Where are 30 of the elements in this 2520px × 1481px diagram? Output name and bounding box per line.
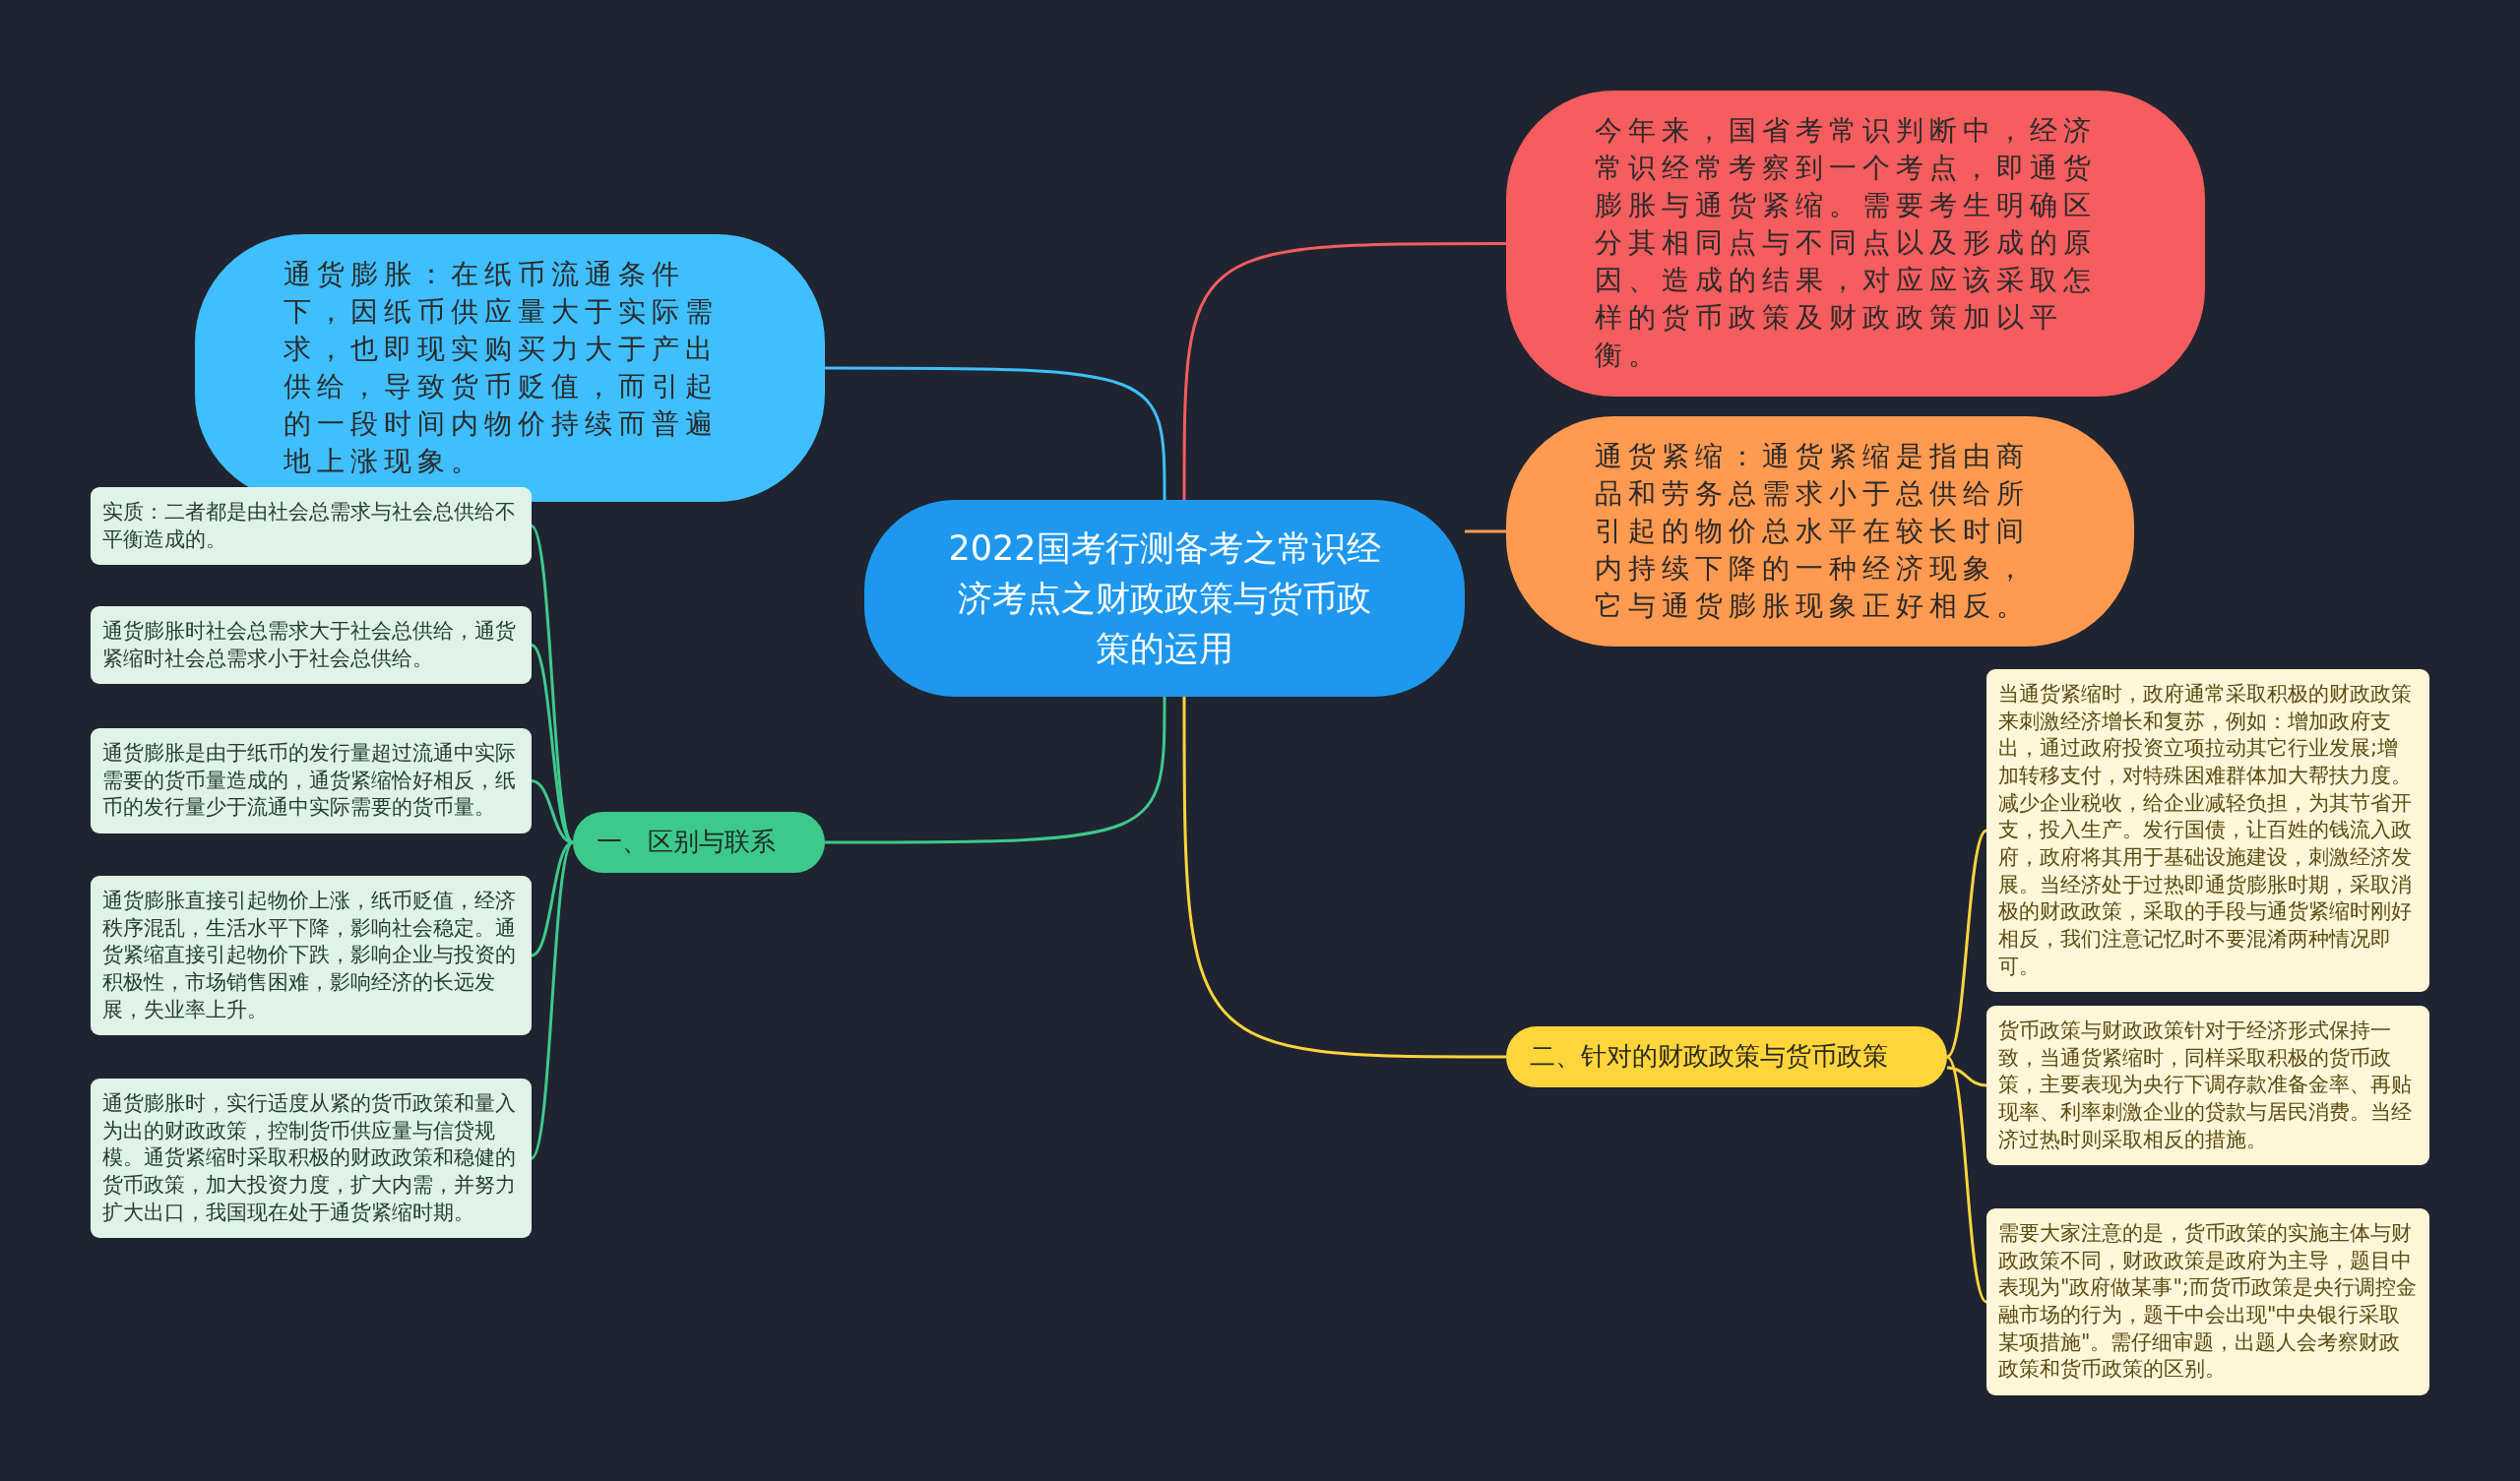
note-card xyxy=(91,1079,532,1239)
connector-line xyxy=(825,366,1166,500)
connector-line xyxy=(825,697,1166,844)
node-text: 2022国考行测备考之常识经济考点之财政政策与货币政策的运用 xyxy=(947,527,1382,670)
node-text: 实质：二者都是由社会总需求与社会总供给不平衡造成的。 xyxy=(102,499,517,553)
connector-line xyxy=(1465,529,1506,533)
note-card xyxy=(1986,1006,2429,1166)
note-card xyxy=(91,876,532,1036)
node-text: 通货膨胀时社会总需求大于社会总供给，通货紧缩时社会总需求小于社会总供给。 xyxy=(102,618,517,672)
node-text: 通货膨胀直接引起物价上涨，纸币贬值，经济秩序混乱，生活水平下降，影响社会稳定。通货紧缩直接引起物价下跌，影响企业与投资的积极性，市场销售困难，影响经济的长远发展，失业率上升。 xyxy=(102,888,517,1023)
connector-line xyxy=(1182,697,1506,1059)
node-text: 当通货紧缩时，政府通常采取积极的财政政策来刺激经济增长和复苏，例如：增加政府支出，通过政府投资立项拉动其它行业发展;增加转移支付，对特殊困难群体加大帮扶力度。减少企业税收，给企业减轻负担，为其节省开支，投入生产。发行国债，让百姓的钱流入政府，政府将其用于基础设施建设，刺激经济发展。当经济处于过热即通货膨胀时期，采取消极的财政政策，采取的手段与通货紧缩时刚好相反，我们注意记忆时不要混淆两种情况即可。 xyxy=(1998,681,2413,980)
note-card xyxy=(91,487,532,566)
node-text: 通货膨胀时，实行适度从紧的货币政策和量入为出的财政政策，控制货币供应量与信贷规模。通货紧缩时采取积极的财政政策和稳健的货币政策，加大投资力度，扩大内需，并努力扩大出口，我国现在处于通货紧缩时期。 xyxy=(102,1090,517,1226)
node-text: 二、针对的财政政策与货币政策 xyxy=(1530,1040,1889,1074)
node-text: 通货膨胀：在纸币流通条件下，因纸币供应量大于实际需求，也即现实购买力大于产出供给，导致货币贬值，而引起的一段时间内物价持续而普遍地上涨现象。 xyxy=(284,257,720,480)
note-card xyxy=(91,606,532,685)
connector-line xyxy=(1945,1055,1988,1304)
node-text: 一、区别与联系 xyxy=(597,826,777,859)
connector-line xyxy=(1946,1066,1987,1087)
connector-line xyxy=(1182,242,1506,500)
note-card xyxy=(1986,1208,2429,1396)
note-card xyxy=(91,728,532,833)
node-text: 通货紧缩：通货紧缩是指由商品和劳务总需求小于总供给所引起的物价总水平在较长时间内持续下降的一种经济现象，它与通货膨胀现象正好相反。 xyxy=(1595,439,2031,625)
node-text: 需要大家注意的是，货币政策的实施主体与财政政策不同，财政政策是政府为主导，题目中表现为"政府做某事";而货币政策是央行调控金融市场的行为，题干中会出现"中央银行采取某项措施"。需仔细审题，出题人会考察财政政策和货币政策的区别。 xyxy=(1998,1220,2418,1384)
connector-line xyxy=(1945,829,1988,1059)
node-text: 今年来，国省考常识判断中，经济常识经常考察到一个考点，即通货膨胀与通货紧缩。需要考生明确区分其相同点与不同点以及形成的原因、造成的结果，对应应该采取怎样的货币政策及财政政策加以平衡。 xyxy=(1595,113,2098,374)
connector-line xyxy=(530,841,575,1159)
node-text: 通货膨胀是由于纸币的发行量超过流通中实际需要的货币量造成的，通货紧缩恰好相反，纸币的发行量少于流通中实际需要的货币量。 xyxy=(102,740,517,822)
node-text: 货币政策与财政政策针对于经济形式保持一致，当通货紧缩时，同样采取积极的货币政策，主要表现为央行下调存款准备金率、再贴现率、利率刺激企业的贷款与居民消费。当经济过热时则采取相反的措施。 xyxy=(1998,1018,2413,1153)
